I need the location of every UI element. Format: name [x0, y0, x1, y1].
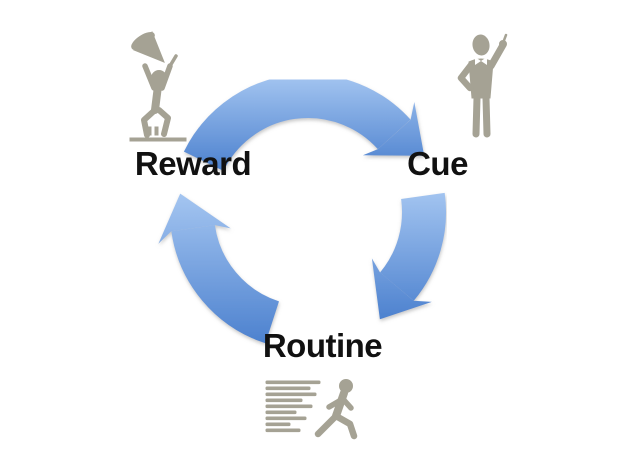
arrow-cue-to-routine	[371, 192, 447, 320]
trophy-winner-icon	[129, 31, 187, 142]
node-label-routine: Routine	[262, 327, 383, 364]
arrow-routine-to-reward	[158, 193, 280, 344]
arrow-reward-to-cue	[183, 74, 425, 172]
speed-walking-icon	[265, 379, 358, 440]
node-label-cue: Cue	[407, 145, 468, 182]
node-label-reward: Reward	[134, 145, 252, 182]
pointing-man-icon	[457, 33, 508, 138]
